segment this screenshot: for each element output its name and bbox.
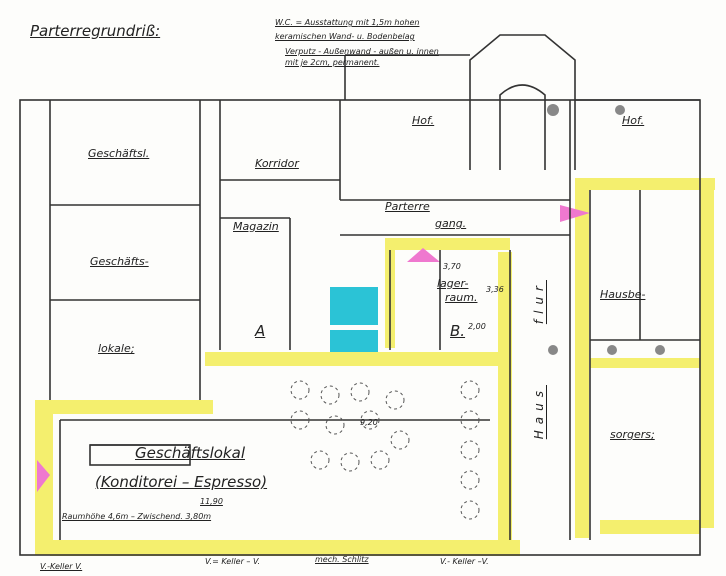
room-konditorei: (Konditorei – Espresso) [95, 473, 268, 491]
room-hof-left: Hof. [412, 114, 435, 127]
keller-label-1: V.-Keller V. [40, 562, 83, 571]
room-hausbe: Hausbe- [600, 288, 646, 301]
mech-label: mech. Schlitz [315, 555, 369, 564]
room-geschaeftslokal: Geschäftslokal [135, 444, 245, 462]
entrance-markers [37, 205, 590, 492]
room-flur: flur [532, 280, 546, 325]
note-line-4: mit je 2cm, permanent. [285, 58, 380, 67]
room-gang: gang. [435, 217, 467, 230]
room-lokale: lokale; [98, 342, 135, 355]
keller-label-2: V.= Keller – V. [205, 557, 261, 566]
dim-lager-height: 3,36 [486, 285, 504, 294]
dim-lokal-depth: 9,20 [360, 418, 378, 427]
room-haus: Haus [532, 385, 546, 440]
room-lager: lager- [437, 277, 469, 290]
room-raum: raum. [445, 291, 478, 304]
wc-rooms [330, 287, 378, 352]
note-line-1: W.C. = Ausstattung mit 1,5m hohen [275, 18, 420, 27]
dim-lokal-width: 11,90 [200, 497, 223, 506]
tables [290, 380, 480, 520]
raumhoehe-note: Raumhöhe 4,6m – Zwischend. 3,80m [62, 512, 212, 521]
room-parterre: Parterre [385, 200, 430, 213]
room-geschaefts: Geschäfts- [90, 255, 149, 268]
room-magazin: Magazin [233, 220, 279, 233]
plan-title: Parterregrundriß: [30, 22, 161, 40]
keller-label-3: V.- Keller –V. [440, 557, 489, 566]
room-hof-right: Hof. [622, 114, 645, 127]
room-geschaeftsl: Geschäftsl. [88, 147, 150, 160]
room-b: B. [450, 322, 466, 340]
dim-b-width: 2,00 [468, 322, 486, 331]
note-line-2: keramischen Wand- u. Bodenbelag [275, 32, 415, 41]
room-sorgers: sorgers; [610, 428, 655, 441]
columns [547, 104, 665, 355]
room-a: A [255, 322, 266, 340]
dim-lager-width: 3,70 [443, 262, 461, 271]
room-korridor: Korridor [255, 157, 299, 170]
note-line-3: Verputz - Außenwand - außen u. innen [285, 47, 439, 56]
